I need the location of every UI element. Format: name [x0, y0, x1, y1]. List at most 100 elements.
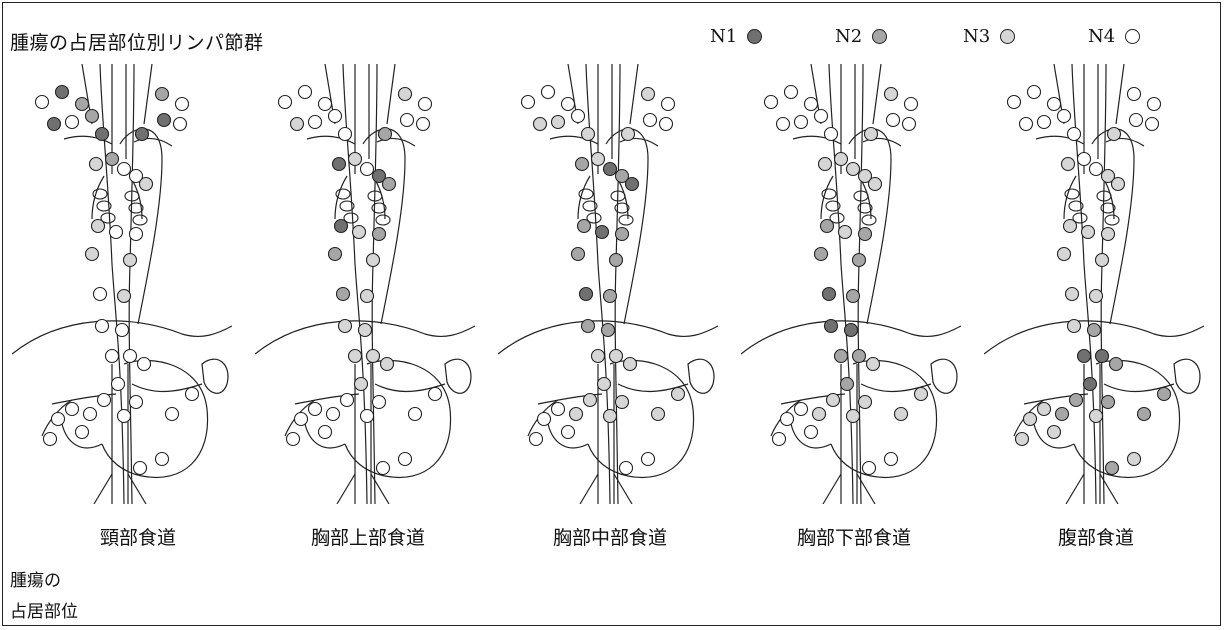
lymph-node-39: [795, 403, 808, 416]
lymph-node-19: [110, 226, 123, 239]
anatomy-carotid-right: [387, 64, 395, 124]
lymph-node-18: [1064, 220, 1077, 233]
lymph-node-5: [777, 118, 790, 131]
lymph-node-27: [592, 350, 605, 363]
lymph-node-13: [835, 153, 848, 166]
lymph-node-40: [295, 413, 308, 426]
lymph-node-29: [867, 358, 880, 371]
lymph-node-40: [1024, 413, 1037, 426]
lymph-node-5: [534, 118, 547, 131]
lymph-node-17: [383, 178, 396, 191]
lymph-node-30: [598, 378, 611, 391]
bronchial-ring-5: [376, 215, 390, 225]
lymph-node-40: [538, 413, 551, 426]
lymph-node-7: [662, 98, 675, 111]
panel-label-cervical: 頸部食道: [18, 523, 258, 550]
anatomy-carotid-right: [873, 64, 881, 124]
lymph-node-36: [672, 388, 685, 401]
lymph-node-13: [1078, 153, 1091, 166]
lymph-node-36: [1158, 388, 1171, 401]
lymph-node-18: [821, 220, 834, 233]
lymph-node-35: [409, 408, 422, 421]
lymph-node-11: [1068, 128, 1081, 141]
lymph-node-9: [174, 118, 187, 131]
bronchial-ring-5: [1105, 215, 1119, 225]
lymph-node-38: [1106, 462, 1119, 475]
panel-abdominal-esophagus-diagram: [984, 64, 1204, 504]
lymph-node-32: [327, 408, 340, 421]
lymph-node-12: [865, 128, 878, 141]
anatomy-iliac-right: [614, 474, 632, 504]
lymph-node-42: [1016, 433, 1029, 446]
lymph-node-14: [1090, 163, 1103, 176]
legend-swatch-n4: [1125, 29, 1140, 44]
lymph-node-29: [138, 358, 151, 371]
legend-label-n4: N4: [1088, 26, 1115, 47]
lymph-node-27: [835, 350, 848, 363]
lymph-node-34: [604, 410, 617, 423]
lymph-node-12: [379, 128, 392, 141]
panel-label-abdominal: 腹部食道: [976, 523, 1216, 550]
lymph-node-41: [1048, 426, 1061, 439]
lymph-node-23: [94, 288, 107, 301]
anatomy-iliac-right: [857, 474, 875, 504]
lymph-node-39: [1038, 403, 1051, 416]
lymph-node-25: [582, 320, 595, 333]
lymph-node-2: [1028, 86, 1041, 99]
legend-item-n1: N1: [710, 26, 762, 47]
lymph-node-9: [1146, 118, 1159, 131]
lymph-node-34: [118, 410, 131, 423]
lymph-node-35: [652, 408, 665, 421]
lymph-node-40: [781, 413, 794, 426]
lymph-node-19: [353, 226, 366, 239]
lymph-node-25: [825, 320, 838, 333]
lymph-node-38: [620, 462, 633, 475]
lymph-node-7: [419, 98, 432, 111]
anatomy-bronchus-left: [335, 176, 347, 219]
lymph-node-33: [616, 396, 629, 409]
lymph-node-5: [48, 118, 61, 131]
lymph-node-6: [642, 88, 655, 101]
lymph-node-4: [66, 116, 79, 129]
lymph-node-1: [36, 96, 49, 109]
lymph-node-23: [337, 288, 350, 301]
lymph-node-29: [624, 358, 637, 371]
lymph-node-17: [1112, 178, 1125, 191]
lymph-node-17: [626, 178, 639, 191]
bronchial-ring-0: [579, 189, 593, 199]
lymph-node-15: [333, 158, 346, 171]
lymph-node-2: [56, 86, 69, 99]
lymph-node-6: [156, 88, 169, 101]
lymph-node-13: [592, 153, 605, 166]
lymph-node-2: [542, 86, 555, 99]
lymph-node-22: [124, 254, 137, 267]
legend-swatch-n3: [1000, 29, 1015, 44]
lymph-node-21: [1058, 248, 1071, 261]
panel-label-lower-thoracic: 胸部下部食道: [734, 523, 974, 550]
lymph-node-27: [1078, 350, 1091, 363]
anatomy-spleen: [445, 359, 471, 393]
lymph-node-36: [429, 388, 442, 401]
lymph-node-8: [1130, 114, 1143, 127]
lymph-node-35: [166, 408, 179, 421]
lymph-node-38: [863, 462, 876, 475]
lymph-node-4: [309, 116, 322, 129]
legend-label-n2: N2: [835, 26, 862, 47]
lymph-node-31: [827, 394, 840, 407]
lymph-node-23: [823, 288, 836, 301]
bronchial-ring-0: [822, 189, 836, 199]
lymph-node-28: [853, 350, 866, 363]
anatomy-iliac-left: [94, 474, 112, 504]
legend-swatch-n2: [872, 29, 887, 44]
lymph-node-27: [349, 350, 362, 363]
lymph-node-6: [1128, 88, 1141, 101]
lymph-node-20: [859, 228, 872, 241]
footer-line-1: 腫瘍の: [10, 566, 61, 591]
lymph-node-3: [562, 98, 575, 111]
lymph-node-1: [1008, 96, 1021, 109]
lymph-node-32: [84, 408, 97, 421]
lymph-node-15: [576, 158, 589, 171]
lymph-node-37: [1128, 453, 1141, 466]
lymph-node-36: [915, 388, 928, 401]
lymph-node-8: [644, 114, 657, 127]
